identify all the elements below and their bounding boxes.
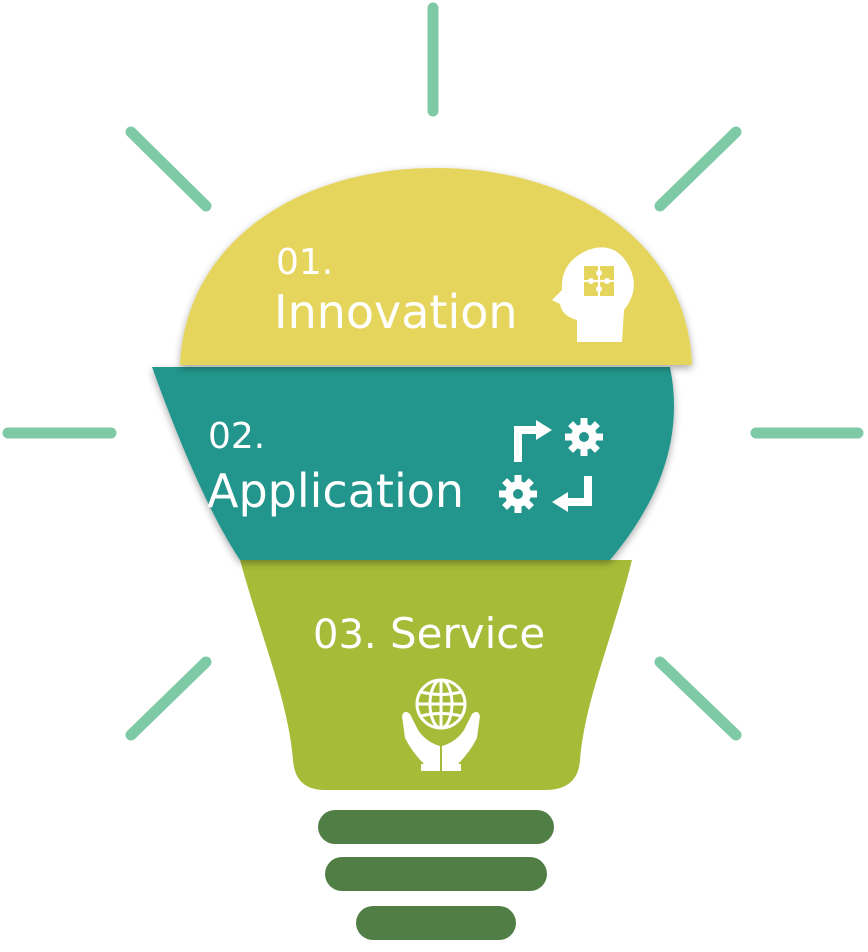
- gears-arrows-icon: [499, 418, 603, 513]
- base-bar-2: [325, 857, 547, 891]
- section-3-number: 03.: [313, 612, 377, 658]
- gear-icon: [565, 418, 603, 456]
- ray-top-left: [125, 126, 212, 212]
- ray-top-right: [654, 126, 742, 212]
- ray-bottom-left: [125, 656, 212, 741]
- base-bar-1: [318, 810, 554, 844]
- section-2-number: 02.: [208, 416, 265, 457]
- hands-icon: [402, 711, 480, 771]
- section-1-label: Innovation: [274, 285, 518, 339]
- light-rays: [2, 2, 864, 741]
- section-2-label: Application: [207, 464, 464, 518]
- section-1-number: 01.: [276, 242, 333, 283]
- hands-globe-icon: [402, 678, 480, 771]
- bulb-base: [318, 810, 554, 940]
- arrow-right-icon: [514, 426, 538, 462]
- section-service-shape: [240, 560, 632, 790]
- base-bar-3: [356, 906, 516, 940]
- section-innovation-shape: [180, 168, 692, 365]
- gear-icon: [499, 475, 537, 513]
- head-puzzle-icon: [552, 247, 634, 342]
- section-3-label: Service: [390, 609, 545, 658]
- globe-icon: [415, 678, 467, 730]
- arrow-left-icon: [566, 476, 592, 506]
- ray-bottom-right: [654, 656, 742, 741]
- section-application-shape: [152, 367, 674, 560]
